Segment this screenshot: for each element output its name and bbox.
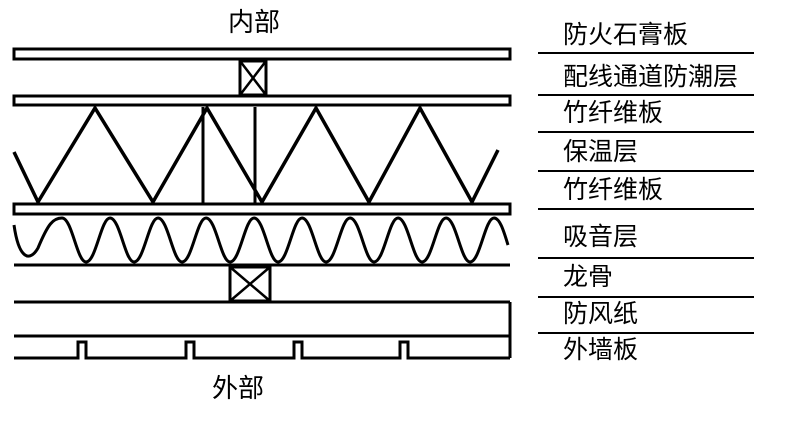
gypsum-board-layer [12,47,512,61]
cladding-outline [14,340,510,360]
layer-label-bamboo-2: 竹纤维板 [563,175,664,204]
leader-line-insulation [538,170,754,172]
leader-line-bamboo-1 [538,131,754,133]
leader-line-bamboo-2 [538,208,754,210]
layer-label-cavity: 配线通道防潮层 [563,62,739,91]
layer-label-gypsum: 防火石膏板 [563,20,689,49]
leader-line-windproof [538,332,754,334]
outer-side-label: 外部 [212,374,265,404]
layer-label-acoustic: 吸音层 [563,222,639,251]
leader-line-keel [538,296,754,298]
layer-label-windproof: 防风纸 [563,299,639,328]
layer-label-bamboo-1: 竹纤维板 [563,98,664,127]
leader-line-cavity [538,94,754,96]
leader-line-gypsum [538,52,754,54]
layer-label-keel: 龙骨 [563,262,614,291]
layer-label-cladding: 外墙板 [563,335,639,364]
keel-cross-b [229,266,271,302]
bamboo-board-upper-layer [12,94,512,107]
leader-line-acoustic [538,257,754,259]
bamboo-board-lower-layer [12,202,512,216]
stud-cross-b [239,60,267,96]
insulation-zigzag [12,104,500,206]
inner-side-label: 内部 [228,8,281,38]
layer-label-insulation: 保温层 [563,137,639,166]
acoustic-wave [12,216,510,264]
